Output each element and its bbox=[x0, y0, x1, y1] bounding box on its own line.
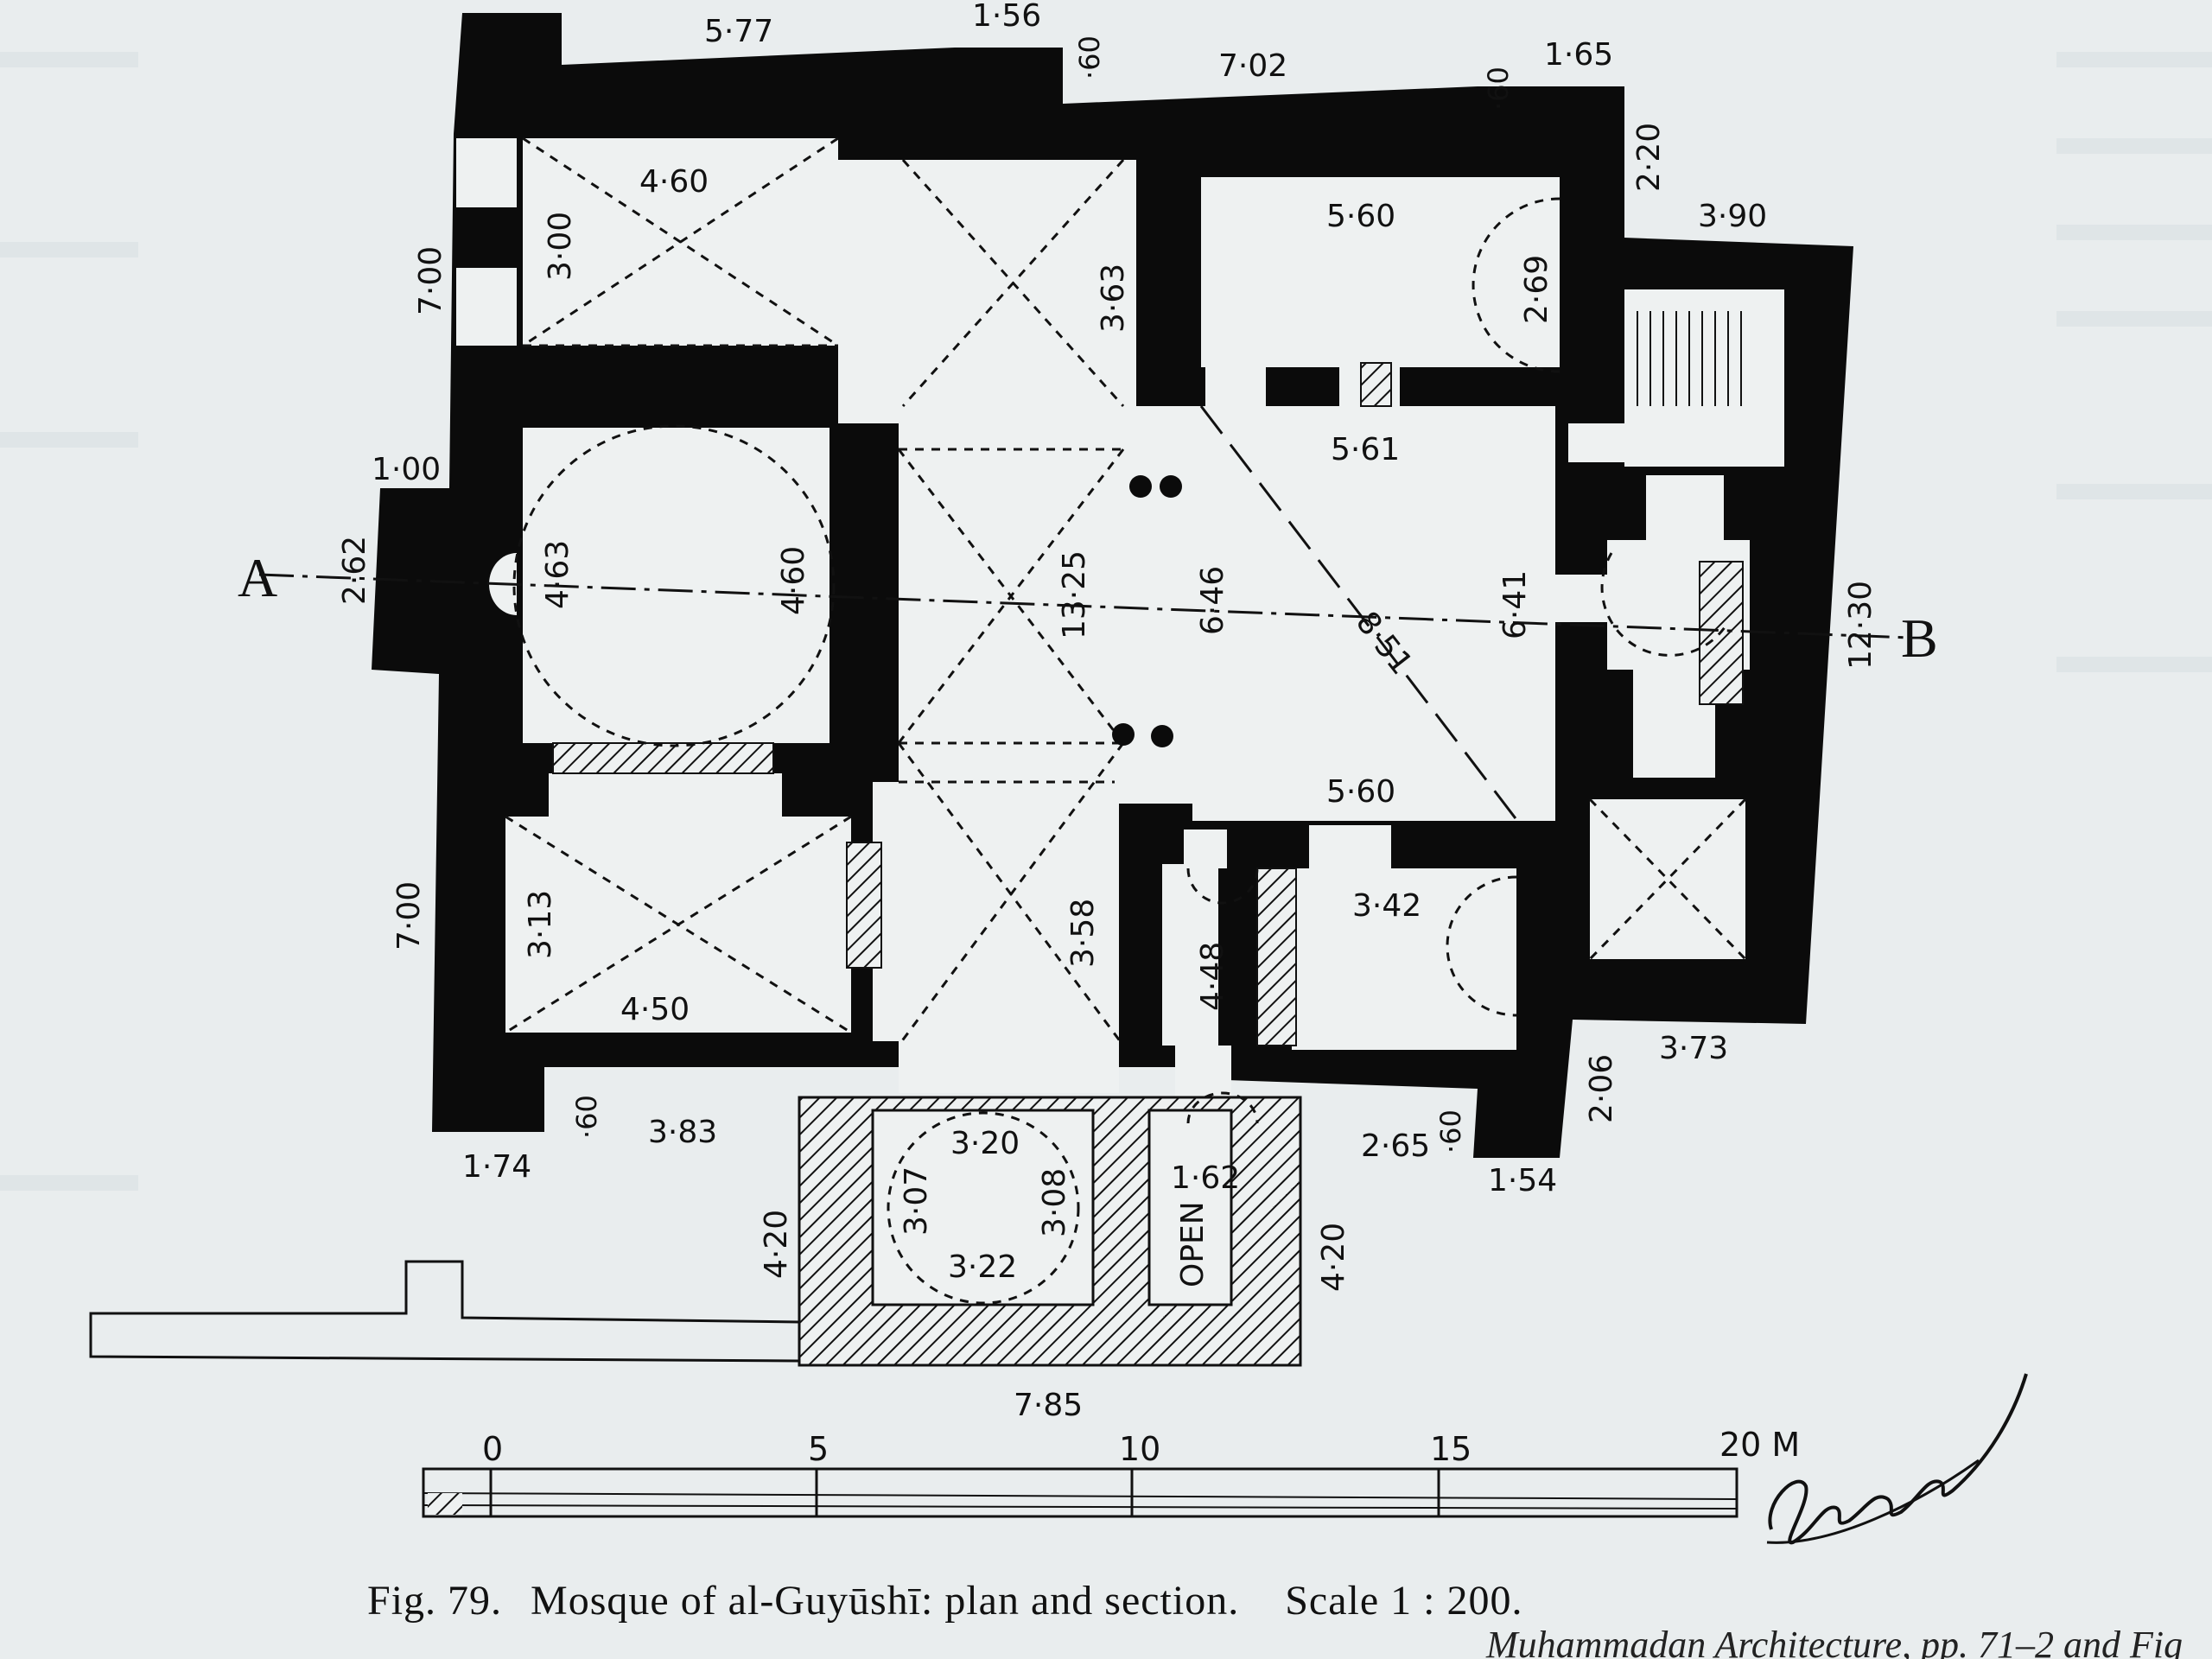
dim-left-700a: 7·00 bbox=[413, 246, 448, 315]
dim-room-560a: 5·60 bbox=[1326, 199, 1395, 234]
signature bbox=[1766, 1373, 2028, 1545]
bleed-through-text bbox=[0, 52, 2212, 1191]
dim-pass-162: 1·62 bbox=[1171, 1160, 1240, 1196]
dim-room-342: 3·42 bbox=[1352, 888, 1421, 924]
dim-room-363: 3·63 bbox=[1096, 264, 1131, 333]
dim-left-100: 1·00 bbox=[372, 452, 441, 487]
stair bbox=[1637, 311, 1742, 406]
dim-right-373: 3·73 bbox=[1659, 1031, 1728, 1066]
dim-room-358: 3·58 bbox=[1065, 899, 1101, 968]
caption-text: Mosque of al-Guyūshī: plan and section. bbox=[531, 1578, 1239, 1624]
dim-annex-420a: 4·20 bbox=[759, 1210, 794, 1279]
dim-right-220: 2·20 bbox=[1631, 123, 1667, 192]
svg-text:Fig. 79. Mosque of al-Gu: Fig. 79. Mosque of al-Guyūshī: plan and … bbox=[367, 1578, 1523, 1624]
footer-reference: Muhammadan Architecture, pp. 71–2 and Fi… bbox=[1485, 1624, 2183, 1659]
dim-room-313: 3·13 bbox=[523, 890, 558, 959]
section-axis bbox=[258, 573, 1910, 639]
dim-court-322: 3·22 bbox=[948, 1249, 1017, 1285]
dim-nave-1325: 13·25 bbox=[1057, 550, 1092, 639]
dim-top-702: 7·02 bbox=[1218, 48, 1287, 84]
scale-tick-0: 0 bbox=[482, 1430, 503, 1468]
vault-lines bbox=[505, 137, 1747, 1124]
section-label-a: A bbox=[238, 547, 277, 608]
dim-top-60b: ·60 bbox=[1482, 67, 1515, 111]
dim-bot-60a: ·60 bbox=[570, 1095, 603, 1139]
columns bbox=[1112, 475, 1182, 747]
dim-bot-383: 3·83 bbox=[648, 1115, 717, 1150]
dim-sanct-641: 6·41 bbox=[1497, 570, 1533, 639]
scale-bar: 0 5 10 15 20 M bbox=[422, 1426, 1800, 1518]
caption-scale: Scale 1 : 200. bbox=[1285, 1578, 1522, 1624]
figure-caption: Fig. 79. Mosque of al-Guyūshī: plan and … bbox=[367, 1578, 1523, 1624]
dim-room-460a: 4·60 bbox=[639, 164, 709, 200]
dim-room-450: 4·50 bbox=[620, 992, 690, 1027]
dim-sanct-646: 6·46 bbox=[1195, 566, 1230, 635]
dim-right-1230: 12·30 bbox=[1843, 581, 1878, 670]
dim-sanct-560b: 5·60 bbox=[1326, 774, 1395, 810]
caption-figure: Fig. 79. bbox=[367, 1578, 502, 1624]
scale-tick-20: 20 M bbox=[1719, 1426, 1800, 1464]
dim-court-307: 3·07 bbox=[899, 1166, 934, 1236]
label-open: OPEN bbox=[1175, 1201, 1211, 1287]
dim-top-156: 1·56 bbox=[972, 0, 1041, 34]
dim-annex-420b: 4·20 bbox=[1316, 1223, 1351, 1292]
scale-tick-15: 15 bbox=[1430, 1430, 1471, 1468]
dim-sanct-561: 5·61 bbox=[1331, 432, 1400, 467]
section-label-b: B bbox=[1901, 607, 1938, 669]
dim-court-308: 3·08 bbox=[1037, 1168, 1072, 1237]
scale-tick-10: 10 bbox=[1119, 1430, 1160, 1468]
dim-dome-460b: 4·60 bbox=[776, 546, 811, 615]
dim-court-320: 3·20 bbox=[950, 1126, 1020, 1161]
dim-bot-154: 1·54 bbox=[1488, 1163, 1557, 1198]
dim-bot-174: 1·74 bbox=[462, 1149, 531, 1185]
dim-top-165: 1·65 bbox=[1544, 37, 1613, 73]
hatched-walls bbox=[552, 362, 1744, 1046]
dim-left-262: 2·62 bbox=[337, 536, 372, 605]
dim-dome-463: 4·63 bbox=[540, 540, 575, 609]
dim-annex-785: 7·85 bbox=[1014, 1388, 1083, 1423]
dim-top-60a: ·60 bbox=[1073, 35, 1106, 79]
dim-bot-265: 2·65 bbox=[1361, 1128, 1430, 1164]
dimension-labels: 5·77 1·56 ·60 7·02 ·60 1·65 2·20 3·90 4·… bbox=[337, 0, 1878, 1423]
scale-tick-5: 5 bbox=[808, 1430, 829, 1468]
dim-top-577: 5·77 bbox=[704, 14, 773, 49]
dim-room-448: 4·48 bbox=[1195, 942, 1230, 1011]
dim-room-269: 2·69 bbox=[1519, 255, 1554, 324]
dim-room-300: 3·00 bbox=[543, 212, 578, 281]
dim-right-390: 3·90 bbox=[1698, 199, 1767, 234]
dim-left-700b: 7·00 bbox=[391, 881, 427, 950]
dim-bot-60b: ·60 bbox=[1434, 1109, 1467, 1154]
dim-right-206: 2·06 bbox=[1584, 1054, 1619, 1123]
section-strip bbox=[89, 1260, 800, 1363]
south-annex bbox=[798, 1096, 1302, 1367]
